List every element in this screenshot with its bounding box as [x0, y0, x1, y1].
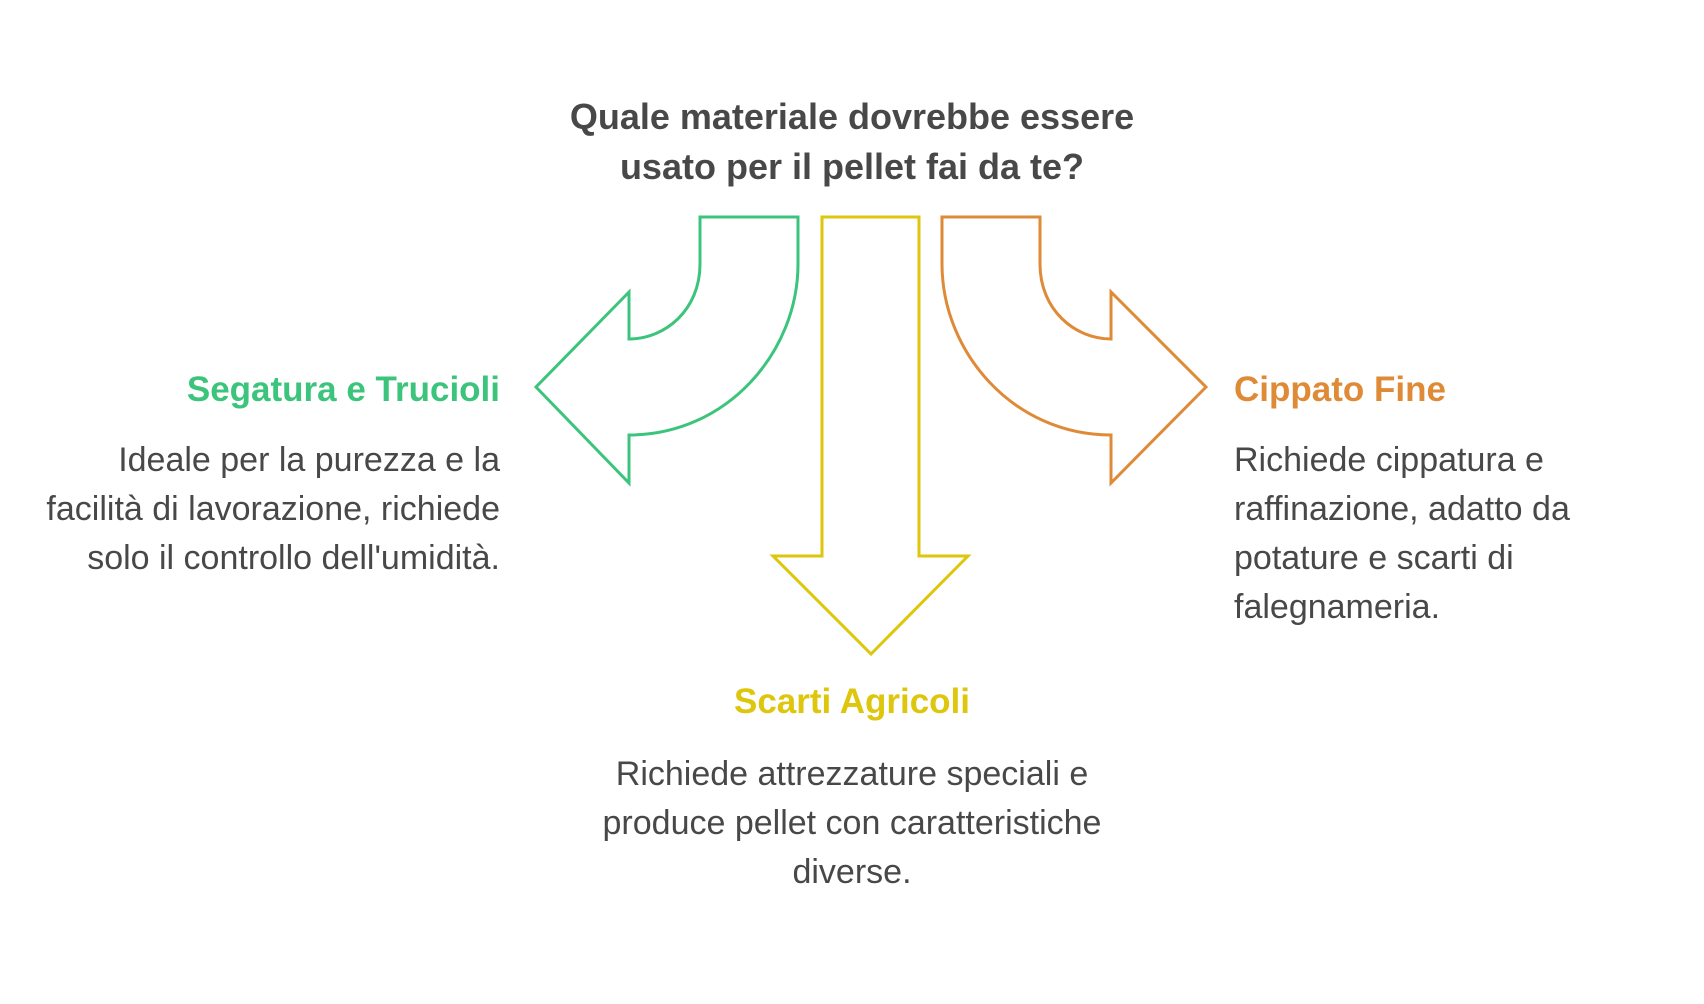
middle-arrow [769, 215, 972, 657]
option-description-left: Ideale per la purezza e la facilità di l… [46, 441, 500, 577]
diagram-title: Quale materiale dovrebbe essere usato pe… [569, 96, 1135, 187]
option-description-middle: Richiede attrezzature speciali e produce… [602, 755, 1102, 891]
option-heading-middle: Scarti Agricoli [734, 682, 970, 721]
option-heading-left: Segatura e Trucioli [186, 370, 500, 409]
option-heading-right: Cippato Fine [1234, 370, 1446, 409]
left-arrow [533, 215, 800, 487]
option-description-right: Richiede cippatura e raffinazione, adatt… [1234, 441, 1570, 626]
right-arrow [940, 215, 1209, 487]
